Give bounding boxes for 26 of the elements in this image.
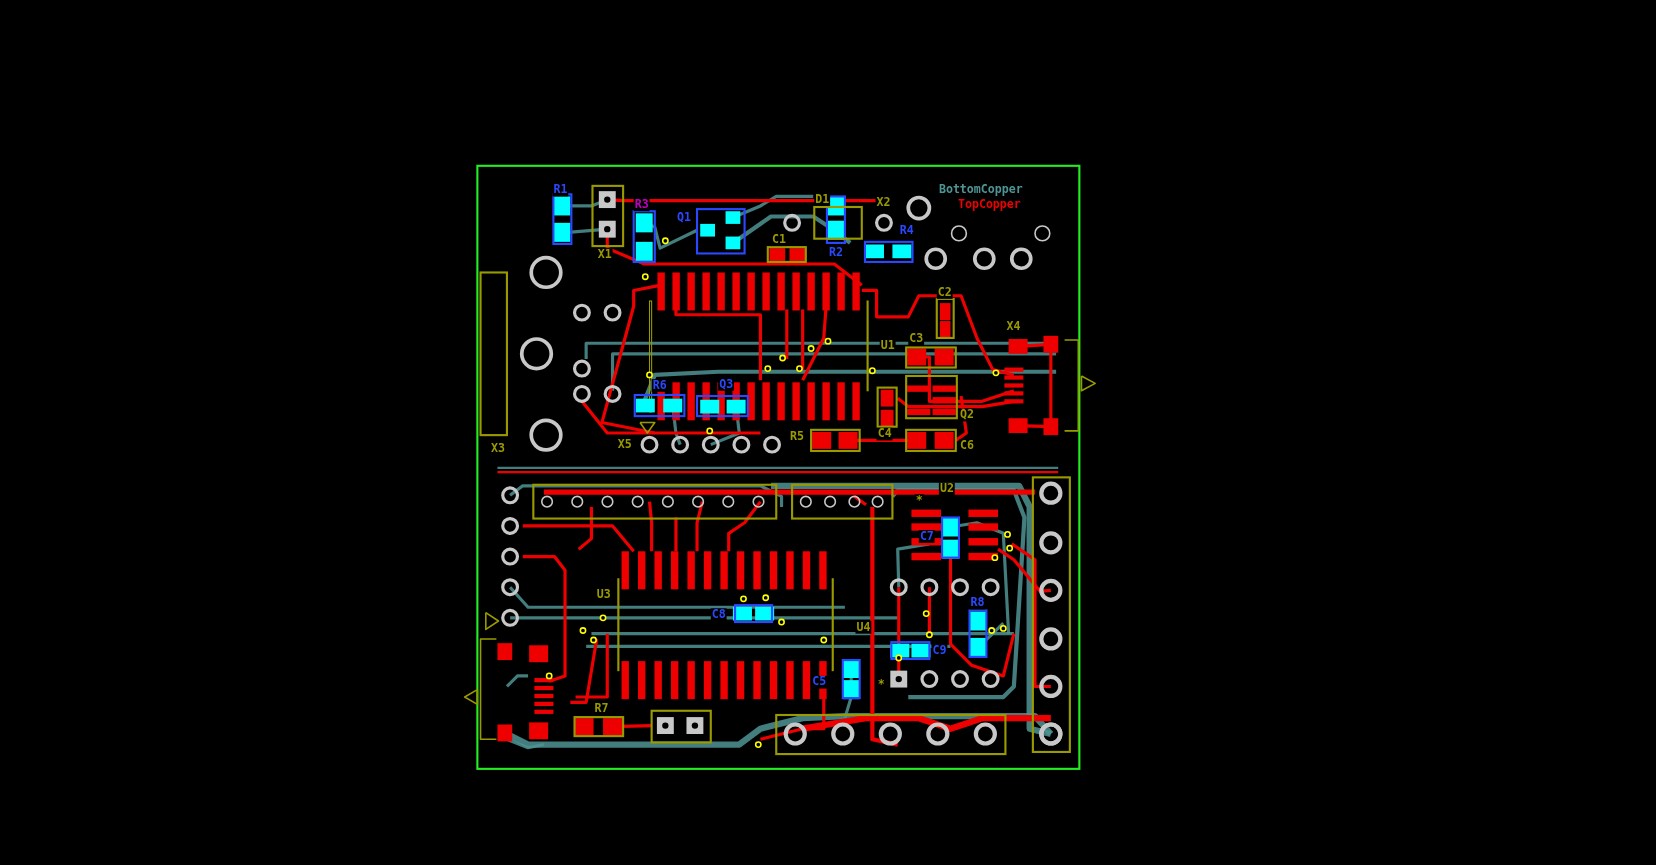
component-label: R1 <box>552 183 569 197</box>
component-label: C2 <box>936 286 953 299</box>
component-label: R7 <box>593 702 610 715</box>
component-label: U4 <box>855 621 872 634</box>
component-label: C6 <box>958 439 976 452</box>
layer-label: TopCopper <box>956 198 1022 212</box>
component-label: Q3 <box>718 378 735 391</box>
component-label: C5 <box>811 675 828 689</box>
component-label: C7 <box>918 530 935 543</box>
component-label: U3 <box>595 588 612 601</box>
component-label: U1 <box>879 339 896 352</box>
component-label: Q1 <box>675 211 692 224</box>
component-label: C3 <box>908 332 925 346</box>
component-label: R3 <box>633 198 650 212</box>
component-label: D1 <box>814 193 831 206</box>
component-label: R6 <box>651 379 668 392</box>
component-label: X4 <box>1005 320 1022 333</box>
layer-label: BottomCopper <box>937 183 1024 197</box>
component-label: Q2 <box>958 408 976 422</box>
component-label: R2 <box>828 246 845 259</box>
component-label: C4 <box>876 427 893 441</box>
component-label: U2 <box>938 482 955 496</box>
component-label: X1 <box>596 248 613 261</box>
component-label: C9 <box>931 644 948 657</box>
component-label: C8 <box>710 608 727 621</box>
component-label: X5 <box>616 438 633 451</box>
